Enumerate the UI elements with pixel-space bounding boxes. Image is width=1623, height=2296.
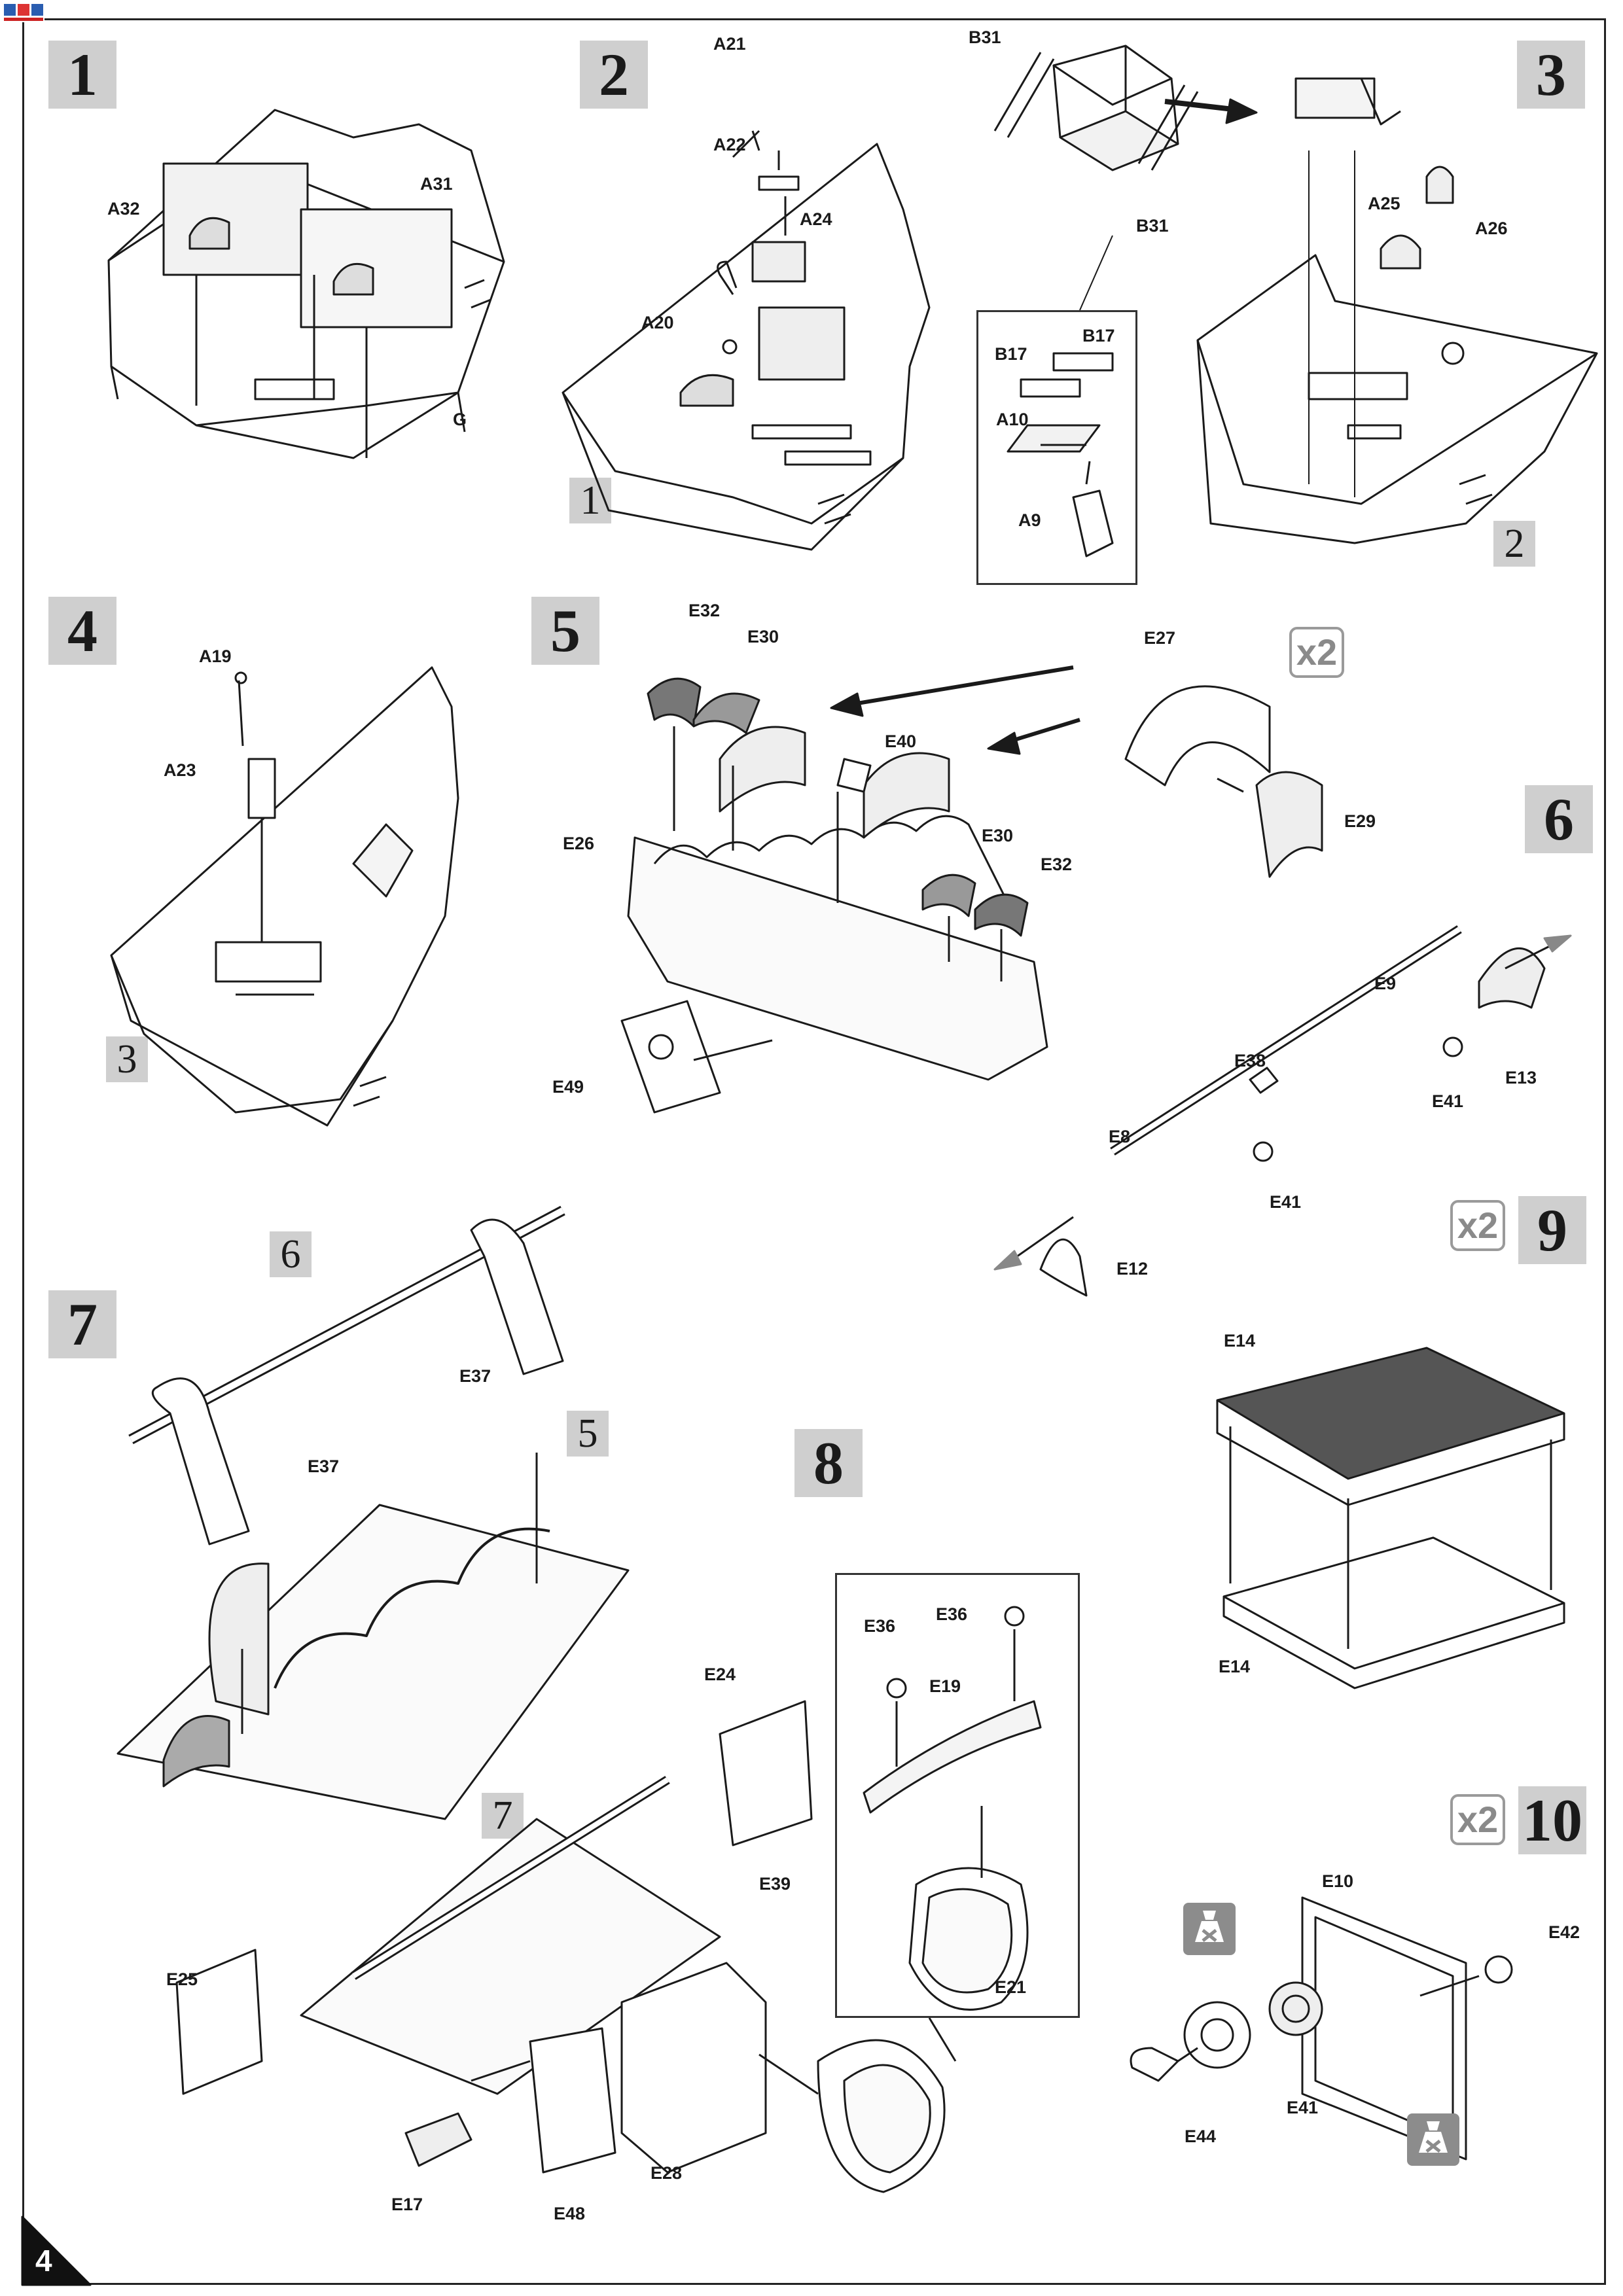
part-label: E48 <box>554 2204 586 2223</box>
part-label: E36 <box>936 1604 968 1624</box>
part-label: E37 <box>459 1366 491 1386</box>
part-label: E30 <box>747 627 779 646</box>
part-label: A21 <box>713 34 746 54</box>
quantity-badge-step9: x2 <box>1450 1200 1505 1251</box>
part-label: A26 <box>1475 219 1508 238</box>
part-label: E27 <box>1144 628 1176 648</box>
step8-drawing <box>175 1700 946 2193</box>
part-label: E14 <box>1224 1331 1256 1351</box>
step-10-number: 10 <box>1518 1786 1586 1854</box>
ref-subassembly-7: 7 <box>482 1793 524 1839</box>
seat-drawing <box>993 44 1199 311</box>
part-label: E10 <box>1322 1871 1354 1891</box>
part-label: E37 <box>308 1457 340 1476</box>
step-9-number: 9 <box>1518 1196 1586 1264</box>
step10-drawing <box>1130 1896 1513 2161</box>
part-label: E17 <box>391 2195 423 2214</box>
part-label: E39 <box>759 1874 791 1894</box>
ref-subassembly-5: 5 <box>567 1411 609 1457</box>
part-label: E19 <box>929 1676 961 1696</box>
step-1-number: 1 <box>48 41 116 109</box>
part-label: E28 <box>651 2163 683 2183</box>
step3-hull-drawing <box>1196 77 1598 544</box>
brand-logo <box>3 3 45 22</box>
step6-shaft-drawing <box>1007 925 1558 1297</box>
part-label: E40 <box>885 732 917 751</box>
step-5-number: 5 <box>531 597 599 665</box>
part-label: B17 <box>995 344 1027 364</box>
part-label: A25 <box>1368 194 1400 213</box>
page-number: 4 <box>35 2244 52 2278</box>
part-label: E24 <box>704 1665 736 1684</box>
part-label: E30 <box>982 826 1014 845</box>
part-label: A20 <box>641 313 674 332</box>
step8-inset-parts <box>863 1606 1042 2011</box>
part-label: E32 <box>1041 855 1073 874</box>
quantity-badge-step5: x2 <box>1289 627 1344 678</box>
part-label: A10 <box>996 410 1029 429</box>
part-label: E42 <box>1548 1922 1580 1942</box>
part-label: A32 <box>107 199 140 219</box>
step5-engine-drawing <box>620 677 1048 1114</box>
ref-subassembly-1: 1 <box>569 478 611 523</box>
part-label: B31 <box>1136 216 1169 236</box>
step-6-number: 6 <box>1525 785 1593 853</box>
step9-drawing <box>1216 1347 1565 1689</box>
step-3-number: 3 <box>1517 41 1585 109</box>
part-label: E14 <box>1219 1657 1251 1676</box>
step7-drawing <box>116 1205 630 1820</box>
part-label: A19 <box>199 646 232 666</box>
step-4-number: 4 <box>48 597 116 665</box>
part-label: E38 <box>1234 1051 1266 1070</box>
part-label: E8 <box>1109 1127 1131 1146</box>
part-label: E36 <box>864 1616 896 1636</box>
part-label: B17 <box>1082 326 1115 345</box>
part-label: E21 <box>995 1977 1027 1997</box>
part-label: E41 <box>1270 1192 1302 1212</box>
page-corner-mark <box>21 2216 92 2286</box>
step4-hull-drawing <box>110 666 459 1127</box>
step2-inset-parts <box>1007 352 1114 557</box>
ref-subassembly-6: 6 <box>270 1231 312 1277</box>
page-frame <box>22 18 1606 2285</box>
part-label: A31 <box>420 174 453 194</box>
step-2-number: 2 <box>580 41 648 109</box>
part-label: G <box>453 410 467 429</box>
quantity-badge-step10: x2 <box>1450 1794 1505 1845</box>
page-number-corner: 4 <box>22 2217 90 2285</box>
do-not-glue-icon <box>1183 1903 1236 1955</box>
do-not-glue-icon <box>1407 2113 1459 2166</box>
part-label: A22 <box>713 135 746 154</box>
part-label: E44 <box>1185 2127 1217 2146</box>
part-label: E32 <box>688 601 721 620</box>
part-label: E49 <box>552 1077 584 1097</box>
part-label: E41 <box>1432 1091 1464 1111</box>
step-8-number: 8 <box>794 1429 863 1497</box>
part-label: E12 <box>1116 1259 1149 1279</box>
step-7-number: 7 <box>48 1290 116 1358</box>
part-label: B31 <box>969 27 1001 47</box>
part-label: A24 <box>800 209 832 229</box>
step5-cover-drawing <box>1124 685 1323 878</box>
part-label: E29 <box>1344 811 1376 831</box>
part-label: A9 <box>1018 510 1041 530</box>
part-label: E9 <box>1374 974 1397 993</box>
step2-hull-drawing <box>562 130 931 551</box>
ref-subassembly-3: 3 <box>106 1036 148 1082</box>
part-label: A23 <box>164 760 196 780</box>
ref-subassembly-2: 2 <box>1493 521 1535 567</box>
part-label: E25 <box>166 1969 198 1989</box>
step1-hull-drawing <box>107 109 505 459</box>
part-label: E26 <box>563 834 595 853</box>
part-label: E41 <box>1287 2098 1319 2117</box>
part-label: E13 <box>1505 1068 1537 1087</box>
